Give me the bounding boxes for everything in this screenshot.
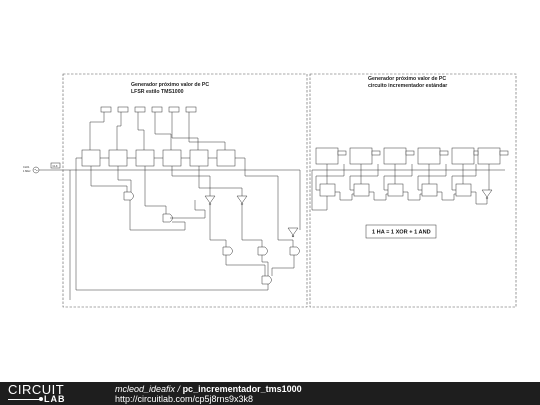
right-panel-title-line2: circuito incrementador estándar [368,83,447,89]
footer-bar: CIRCUIT LAB mcleod_ideafix / pc_incremen… [0,382,540,405]
clock-label: CLK1 [23,165,30,169]
project-name[interactable]: pc_incrementador_tms1000 [182,384,302,394]
lfsr-feedback-logic [90,166,300,285]
right-panel-border [309,73,517,308]
logo-text-top: CIRCUIT [8,382,65,397]
author-project-line: mcleod_ideafix / pc_incrementador_tms100… [115,384,302,394]
right-panel-title-line1: Generador próximo valor de PC [368,76,446,82]
half-adder-note: 1 HA = 1 XOR + 1 AND [372,230,431,236]
clock-box-label: CLK [53,164,58,168]
lfsr-output-pins [89,106,226,150]
clock-frequency: 1 MHz [23,169,31,173]
incrementer-flipflops [311,147,509,210]
logo-dot-icon [39,397,43,401]
logo-text-bottom: LAB [44,394,66,404]
clock-box [50,162,61,169]
project-url[interactable]: http://circuitlab.com/cp5j8rns9x3k8 [115,394,254,404]
left-panel-border [62,73,308,308]
circuitlab-logo[interactable]: CIRCUIT LAB [8,383,96,404]
left-panel-title-line2: LFSR estilo TMS1000 [131,89,184,95]
half-adders [312,164,493,211]
author-name[interactable]: mcleod_ideafix [115,384,176,394]
left-panel-title-line1: Generador próximo valor de PC [131,82,209,88]
logo-line [8,399,42,400]
path-separator: / [175,384,183,394]
half-adder-note-box [365,224,437,239]
